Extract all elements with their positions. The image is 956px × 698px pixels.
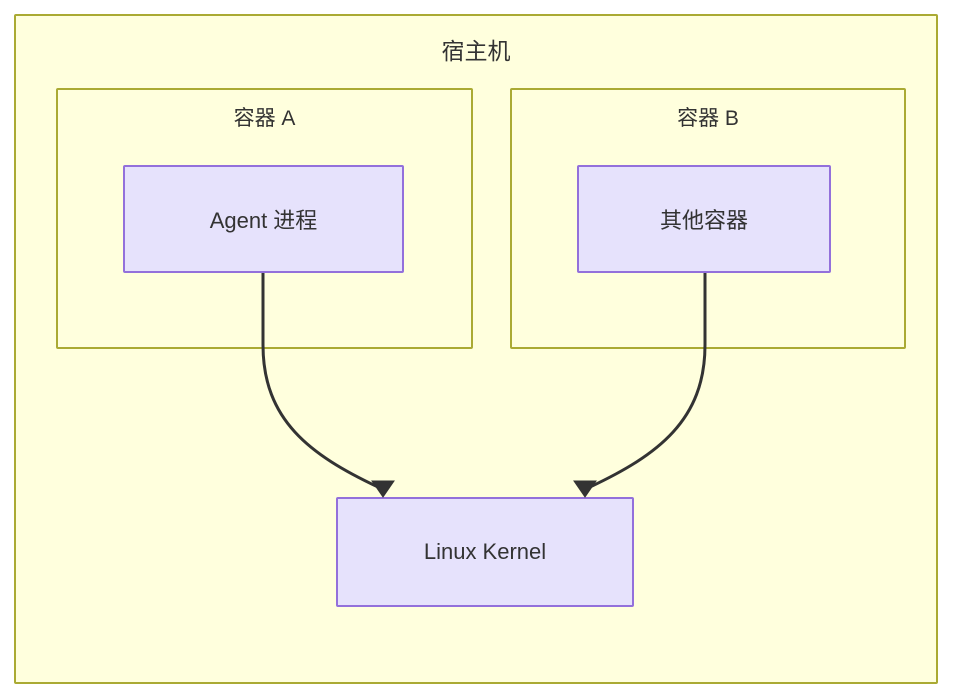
container-a-title: 容器 A bbox=[233, 107, 296, 130]
node-agent-process-label: Agent 进程 bbox=[209, 208, 318, 233]
node-other-container-label: 其他容器 bbox=[659, 208, 748, 233]
node-other-container[interactable]: 其他容器 bbox=[577, 165, 831, 273]
node-linux-kernel-label: Linux Kernel bbox=[423, 539, 547, 564]
host-machine-title: 宿主机 bbox=[441, 38, 511, 64]
container-b-title: 容器 B bbox=[677, 107, 739, 130]
node-linux-kernel[interactable]: Linux Kernel bbox=[336, 497, 634, 607]
node-agent-process[interactable]: Agent 进程 bbox=[123, 165, 404, 273]
